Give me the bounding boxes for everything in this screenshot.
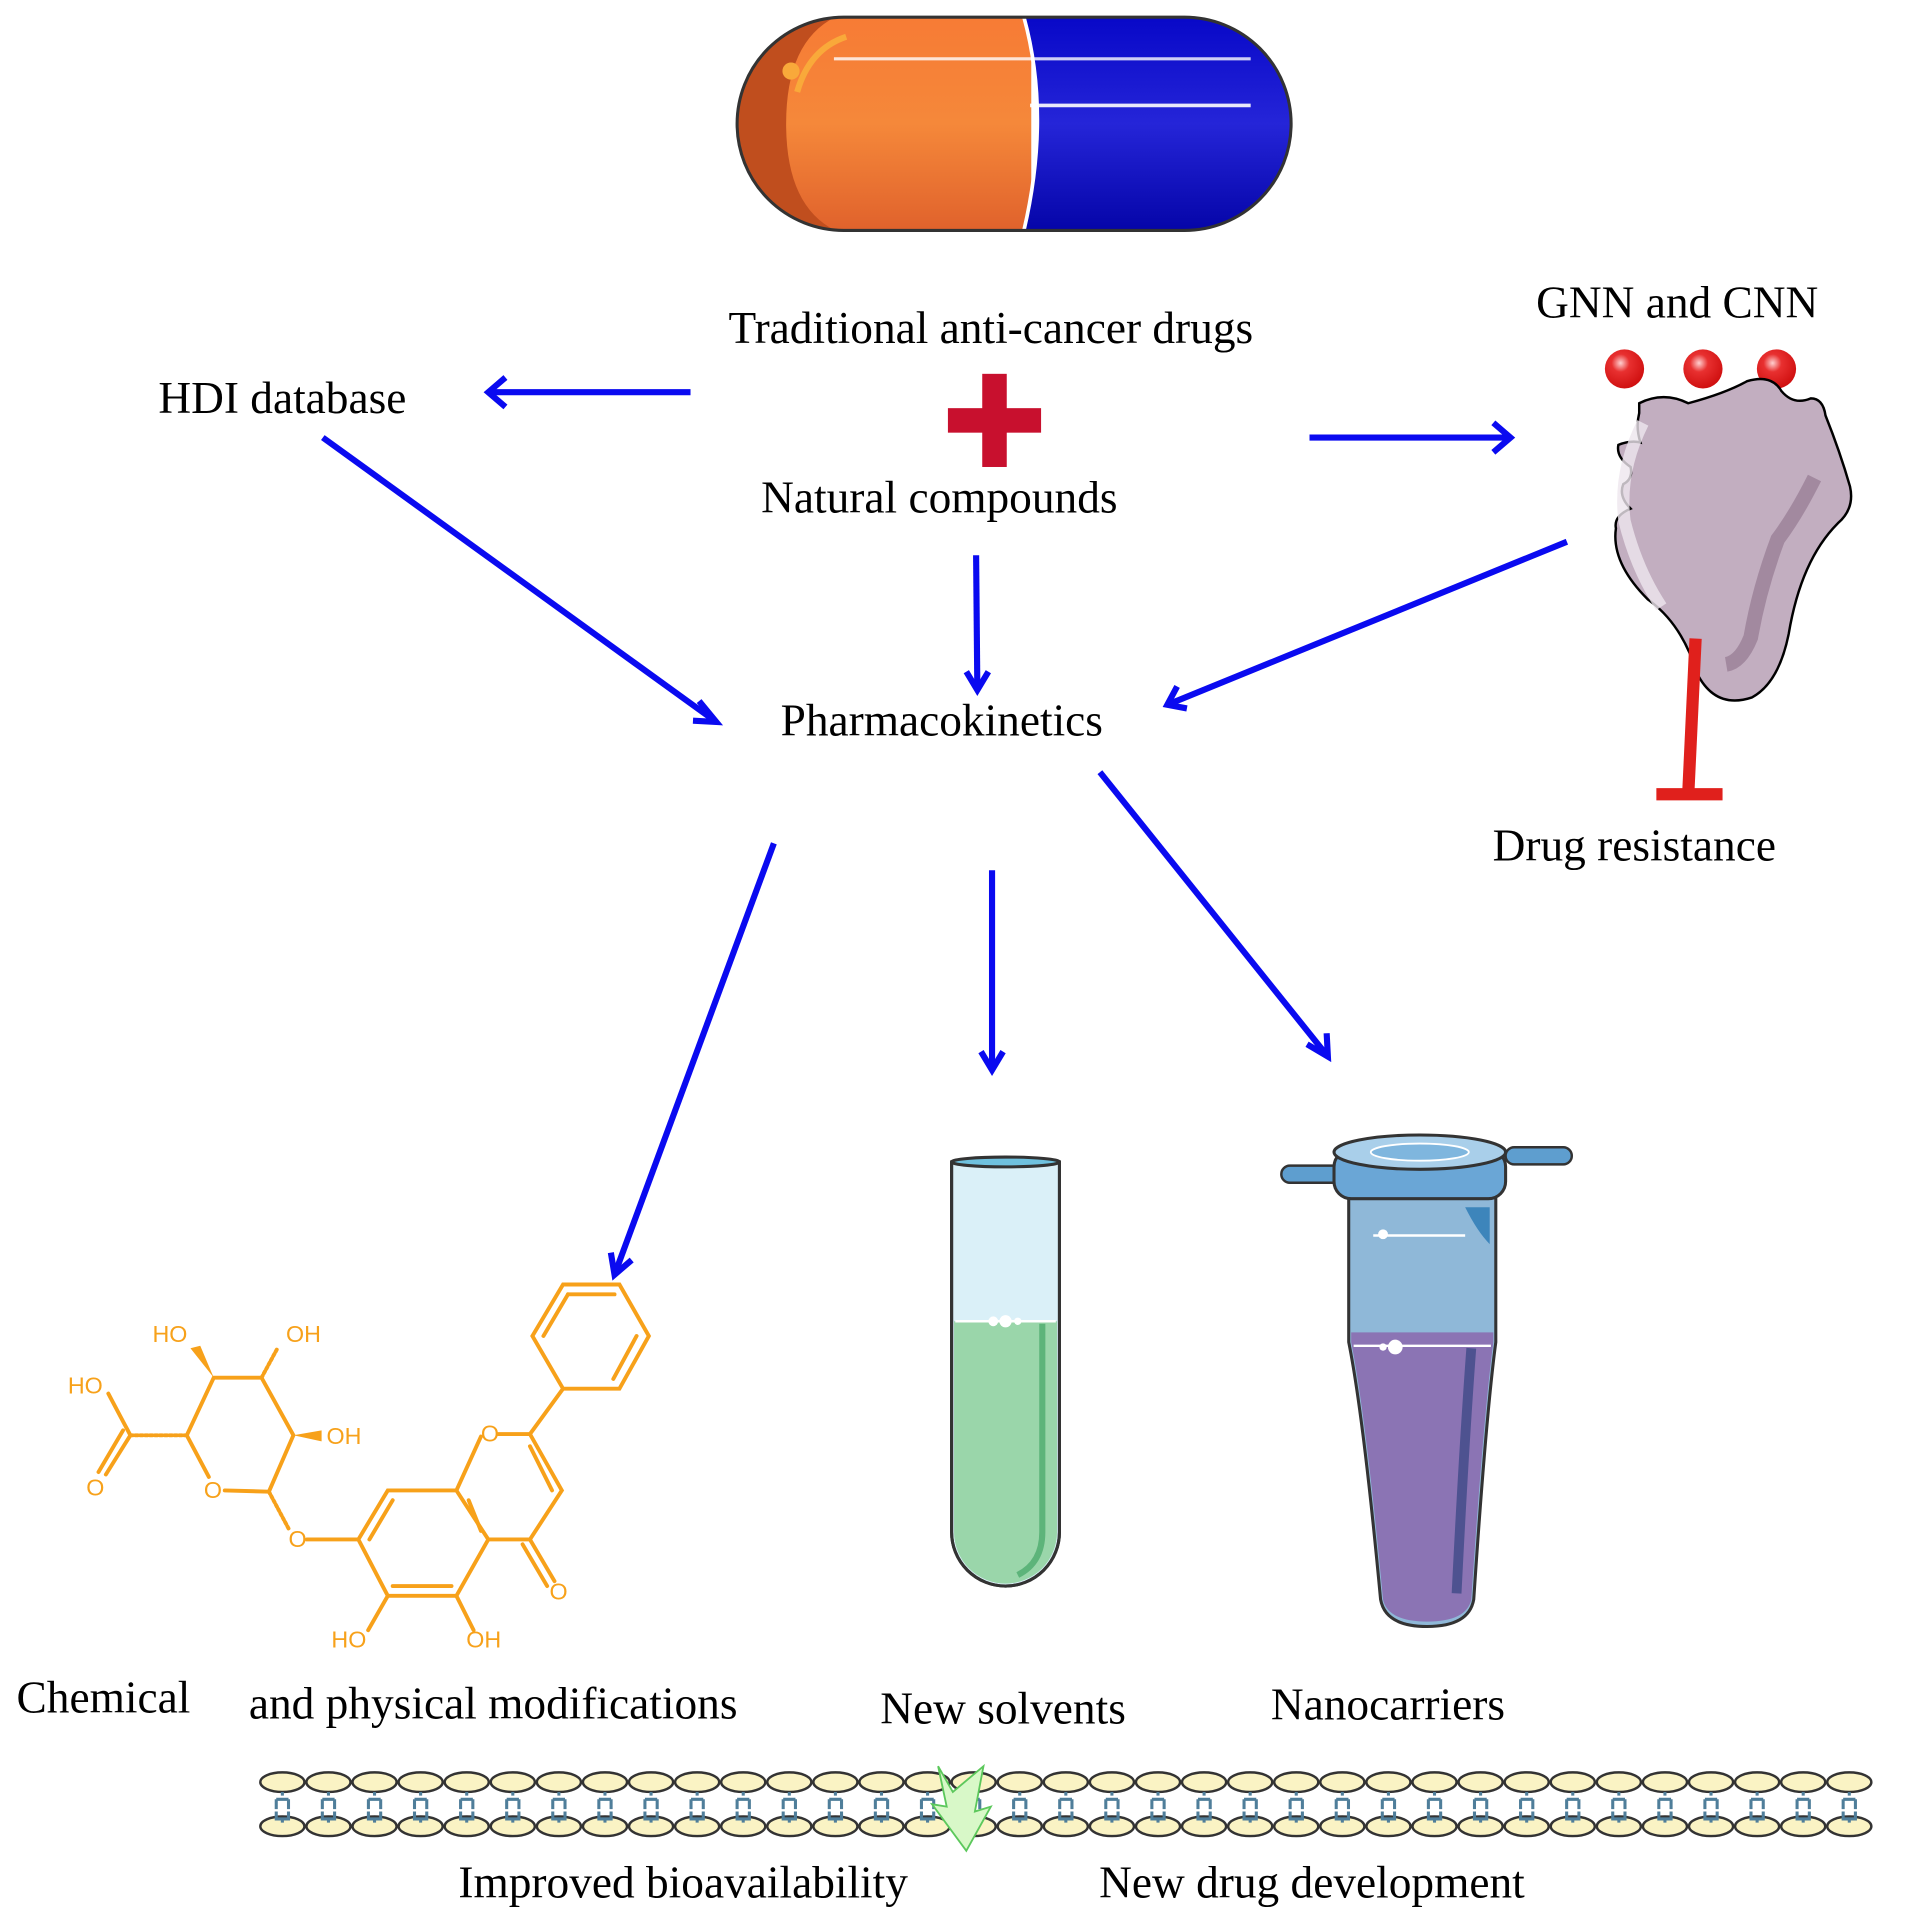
arrow-pk-to-chemical [607,842,777,1281]
phospholipid [1180,1771,1228,1838]
arrow-pk-to-solvents [978,870,1006,1076]
physical-modifications-label: and physical modifications [249,1678,738,1728]
molecule-structure: HO OH HO OH O O O O O HO OH [68,1282,652,1652]
traditional-drugs-label: Traditional anti-cancer drugs [728,303,1253,353]
down-arrow-icon [929,1763,993,1853]
phospholipid [1134,1771,1182,1838]
svg-text:O: O [289,1526,307,1552]
arrow-to-gnn [1309,420,1516,455]
lipid-bilayer-icon [259,1771,1873,1838]
test-tube-icon [950,1155,1061,1588]
phospholipid [1365,1771,1412,1838]
phospholipid [259,1771,306,1838]
phospholipid [1503,1771,1550,1838]
phospholipid [1733,1771,1781,1838]
arrow-hdi-to-pk [321,435,724,726]
phospholipid [812,1771,859,1838]
phospholipid [904,1771,951,1838]
svg-text:O: O [86,1474,104,1500]
svg-text:OH: OH [286,1321,321,1347]
phospholipid [581,1771,629,1838]
arrow-to-hdi [483,375,691,410]
phospholipid [1549,1771,1597,1838]
phospholipid [535,1771,583,1838]
phospholipid [996,1771,1044,1838]
phospholipid [1457,1771,1504,1838]
phospholipid [1595,1771,1643,1838]
capsule-icon [735,15,1293,232]
phospholipid [1779,1771,1827,1838]
svg-text:HO: HO [68,1373,103,1399]
plus-icon [947,373,1042,467]
phospholipid [489,1771,537,1838]
protein-icon [1604,349,1853,702]
phospholipid [1226,1771,1274,1838]
arrow-pk-to-nanocarriers [1097,770,1332,1063]
pharmacokinetics-label: Pharmacokinetics [781,695,1103,745]
phospholipid [673,1771,721,1838]
phospholipid [766,1771,813,1838]
arrow-natural-to-pk [963,555,991,697]
new-drug-development-label: New drug development [1099,1857,1525,1907]
phospholipid [719,1771,767,1838]
drug-resistance-label: Drug resistance [1493,820,1776,870]
phospholipid [1319,1771,1366,1838]
hdi-database-label: HDI database [158,373,406,423]
svg-text:HO: HO [152,1321,187,1347]
phospholipid [397,1771,444,1838]
arrow-protein-to-pk [1162,538,1569,712]
svg-text:O: O [481,1420,499,1446]
phospholipid [1641,1771,1689,1838]
svg-text:OH: OH [466,1626,501,1652]
phospholipid [443,1771,491,1838]
phospholipid [858,1771,905,1838]
svg-text:HO: HO [331,1626,366,1652]
gnn-cnn-label: GNN and CNN [1536,277,1818,327]
phospholipid [627,1771,675,1838]
chemical-label: Chemical [17,1672,191,1722]
nanocarriers-label: Nanocarriers [1271,1680,1505,1730]
phospholipid [1825,1771,1873,1838]
phospholipid [1088,1771,1136,1838]
phospholipid [351,1771,398,1838]
svg-text:O: O [204,1477,222,1503]
phospholipid [1042,1771,1090,1838]
new-solvents-label: New solvents [880,1683,1126,1733]
phospholipid [1272,1771,1320,1838]
svg-text:OH: OH [326,1423,361,1449]
inhibition-bar-icon [1656,638,1723,801]
microcentrifuge-tube-icon [1280,1133,1574,1629]
svg-text:O: O [550,1579,568,1605]
phospholipid [1411,1771,1458,1838]
improved-bioavailability-label: Improved bioavailability [458,1857,908,1907]
phospholipid [1687,1771,1735,1838]
natural-compounds-label: Natural compounds [761,472,1117,522]
phospholipid [305,1771,352,1838]
